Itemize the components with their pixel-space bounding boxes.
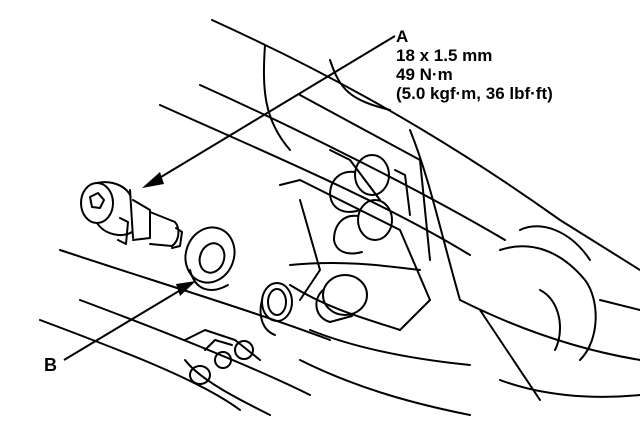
leader-a-arrow	[142, 35, 396, 188]
callout-a-torque-alt: (5.0 kgf·m, 36 lbf·ft)	[396, 84, 553, 103]
callout-a-torque: 49 N·m	[396, 65, 453, 84]
transmission-housing	[39, 19, 640, 416]
leader-b-arrow	[63, 281, 196, 361]
callout-a: A 18 x 1.5 mm 49 N·m (5.0 kgf·m, 36 lbf·…	[396, 27, 553, 103]
housing-bosses	[315, 154, 393, 323]
sealing-washer	[184, 226, 236, 291]
mounting-bosses	[189, 339, 254, 385]
callout-a-size: 18 x 1.5 mm	[396, 46, 493, 65]
drain-plug-bolt	[80, 181, 183, 249]
callout-b-letter: B	[44, 355, 57, 375]
callout-a-letter: A	[396, 27, 409, 46]
drain-hole	[259, 282, 293, 336]
